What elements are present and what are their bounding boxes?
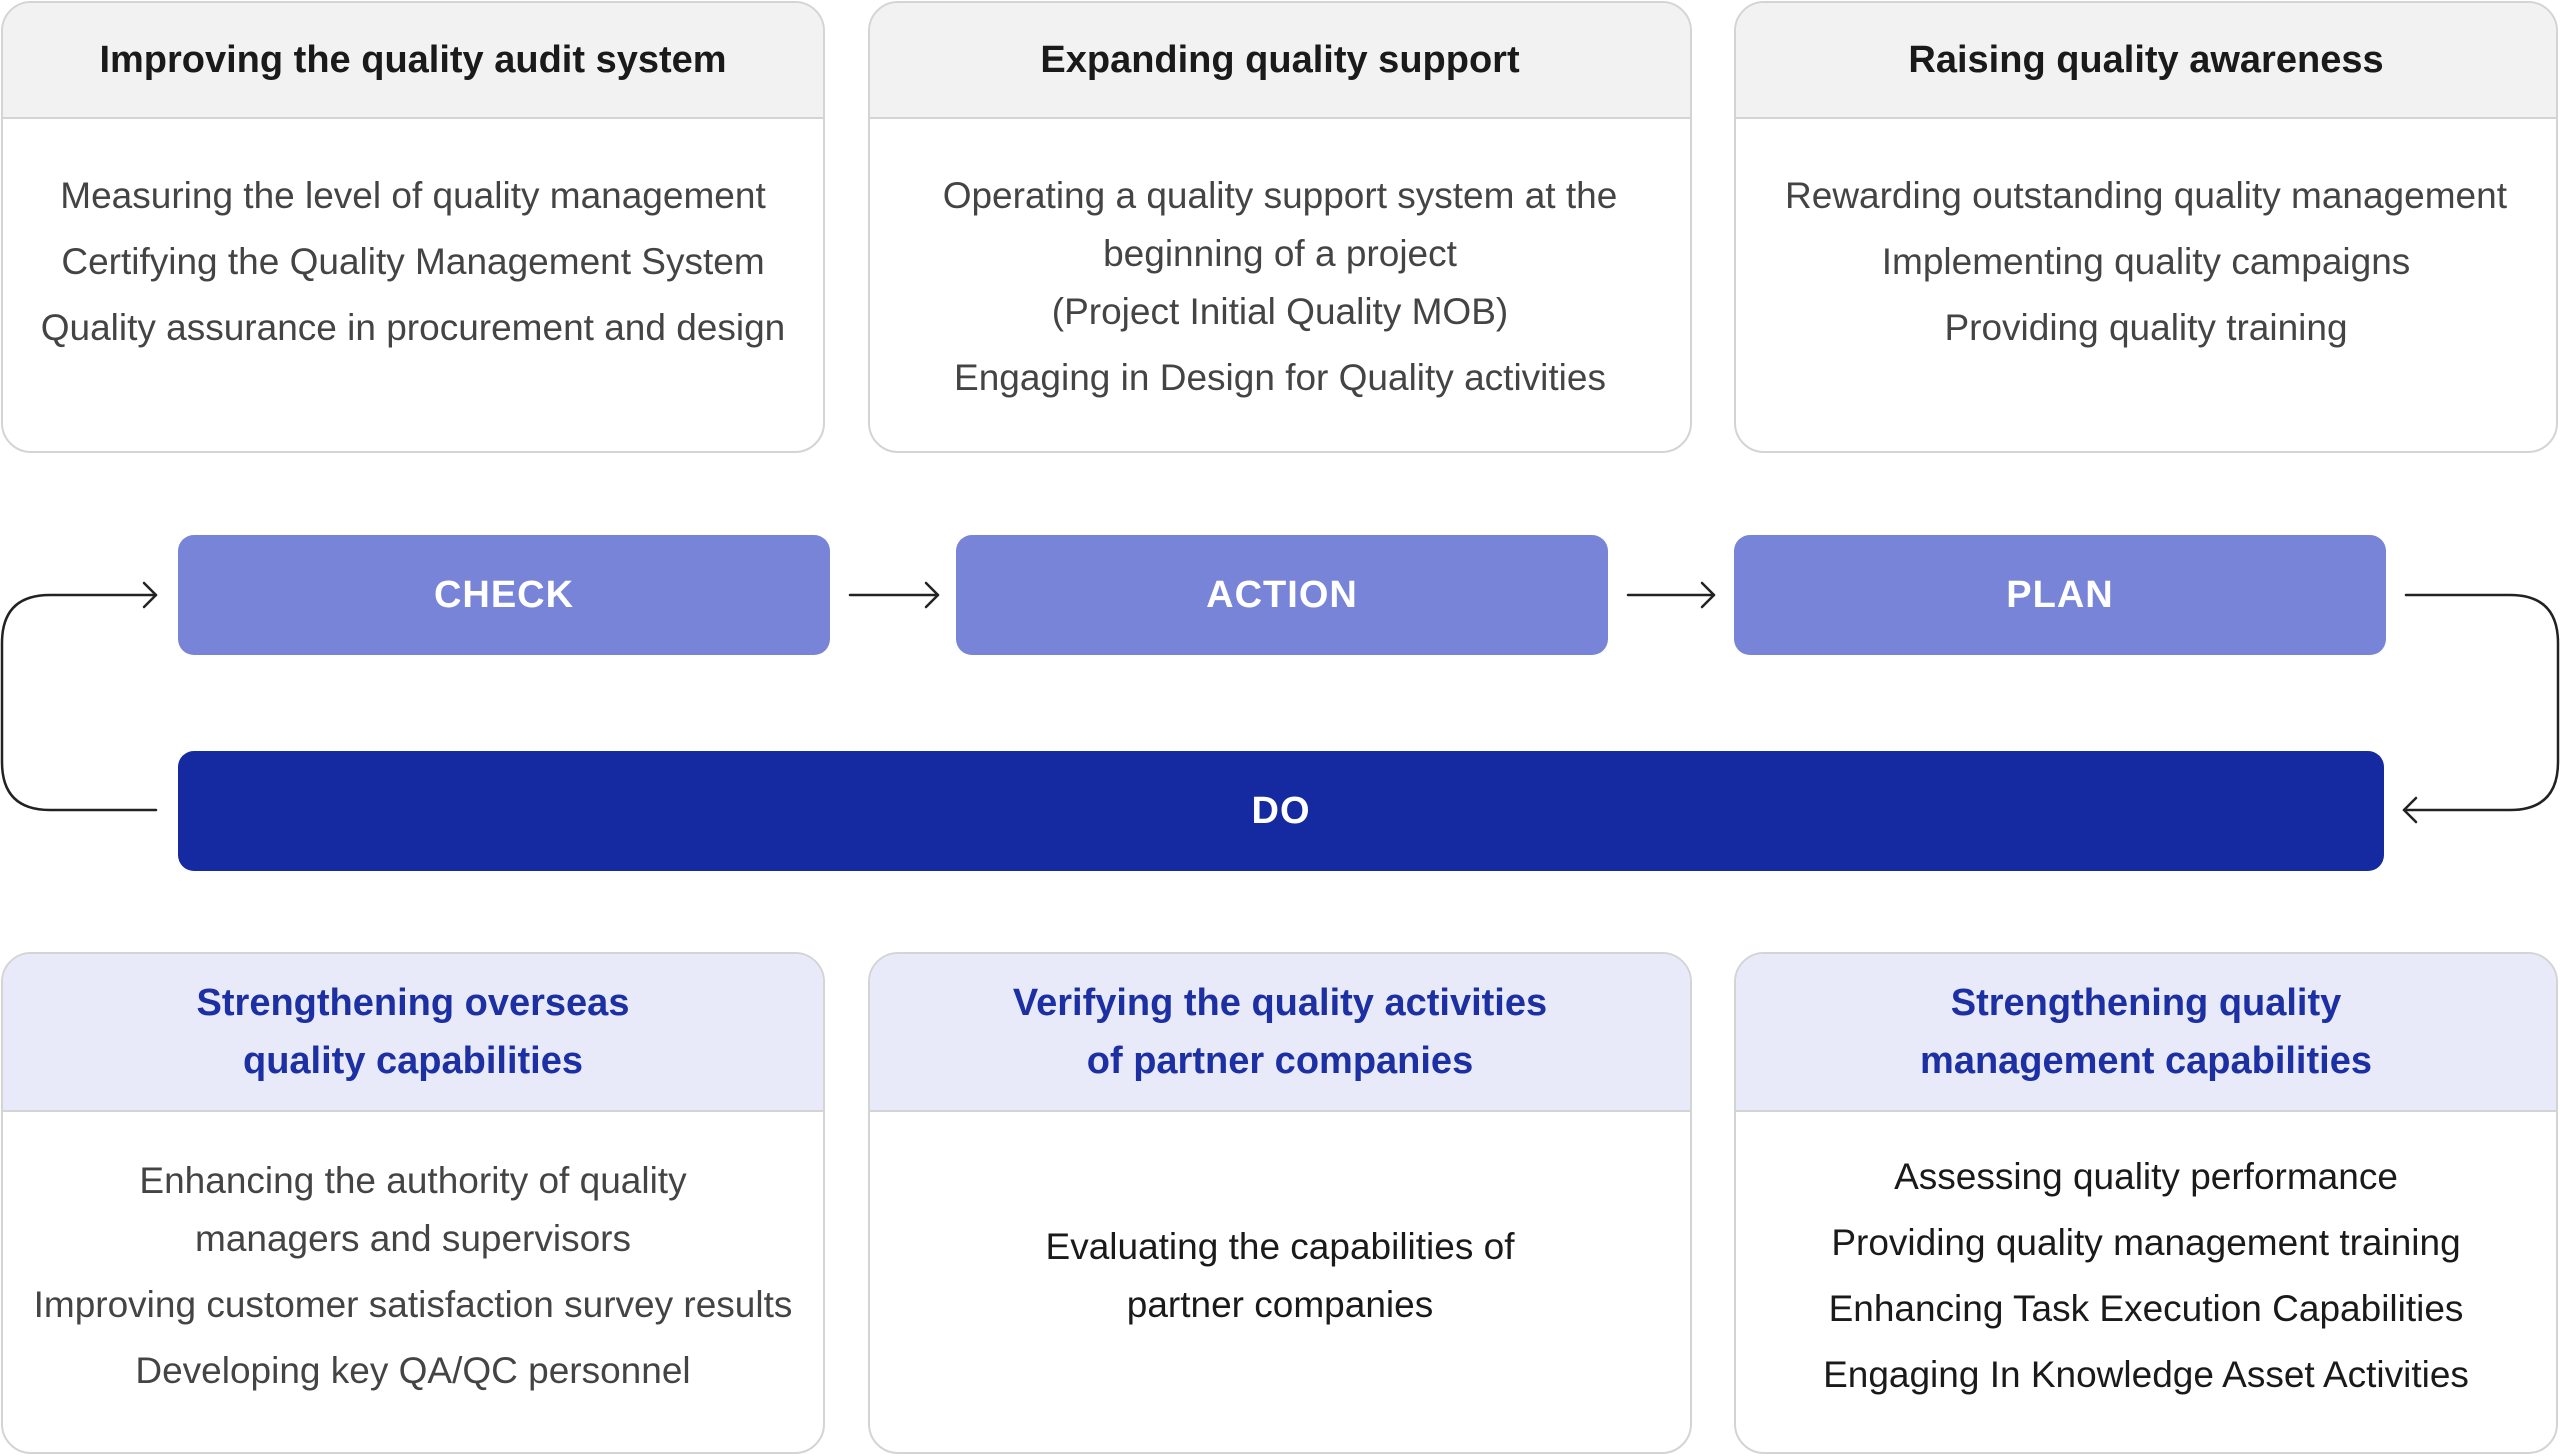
step-action: ACTION [956,535,1608,655]
list-item: Providing quality training [1944,307,2348,348]
card-title: Expanding quality support [870,3,1690,119]
step-check: CHECK [178,535,830,655]
list-item: Providing quality management training [1831,1222,2461,1263]
arrow-plan-to-do [2402,593,2560,812]
card-title: Strengthening overseas quality capabilit… [3,954,823,1112]
card-title: Strengthening quality management capabil… [1736,954,2556,1112]
list-item: Assessing quality performance [1894,1156,2398,1197]
card-body: Measuring the level of quality managemen… [3,119,823,451]
card-body: Assessing quality performance Providing … [1736,1112,2556,1448]
list-item: Quality assurance in procurement and des… [40,307,786,348]
list-item: Certifying the Quality Management System [61,241,765,282]
list-item: Evaluating the capabilities of partner c… [1045,1226,1515,1325]
list-item: Rewarding outstanding quality management [1785,175,2507,216]
list-item: Engaging in Design for Quality activitie… [954,357,1606,398]
card-title: Verifying the quality activities of part… [870,954,1690,1112]
card-management-capabilities: Strengthening quality management capabil… [1734,952,2558,1454]
list-item: Measuring the level of quality managemen… [60,175,766,216]
card-partner-verification: Verifying the quality activities of part… [868,952,1692,1454]
list-item: Developing key QA/QC personnel [135,1350,691,1391]
card-overseas-capabilities: Strengthening overseas quality capabilit… [1,952,825,1454]
card-title: Improving the quality audit system [3,3,823,119]
card-quality-support: Expanding quality support Operating a qu… [868,1,1692,453]
card-quality-awareness: Raising quality awareness Rewarding outs… [1734,1,2558,453]
card-body: Enhancing the authority of quality manag… [3,1112,823,1448]
list-item: Enhancing the authority of quality manag… [139,1160,687,1259]
step-plan: PLAN [1734,535,2386,655]
arrow-do-to-check [0,593,158,812]
list-item: Operating a quality support system at th… [942,175,1618,332]
list-item: Improving customer satisfaction survey r… [33,1284,793,1325]
list-item: Engaging In Knowledge Asset Activities [1823,1354,2469,1395]
list-item: Enhancing Task Execution Capabilities [1828,1288,2464,1329]
card-title: Raising quality awareness [1736,3,2556,119]
card-body: Rewarding outstanding quality management… [1736,119,2556,451]
step-do: DO [178,751,2384,871]
card-body: Operating a quality support system at th… [870,119,1690,451]
list-item: Implementing quality campaigns [1881,241,2411,282]
card-body: Evaluating the capabilities of partner c… [870,1112,1690,1448]
card-quality-audit: Improving the quality audit system Measu… [1,1,825,453]
